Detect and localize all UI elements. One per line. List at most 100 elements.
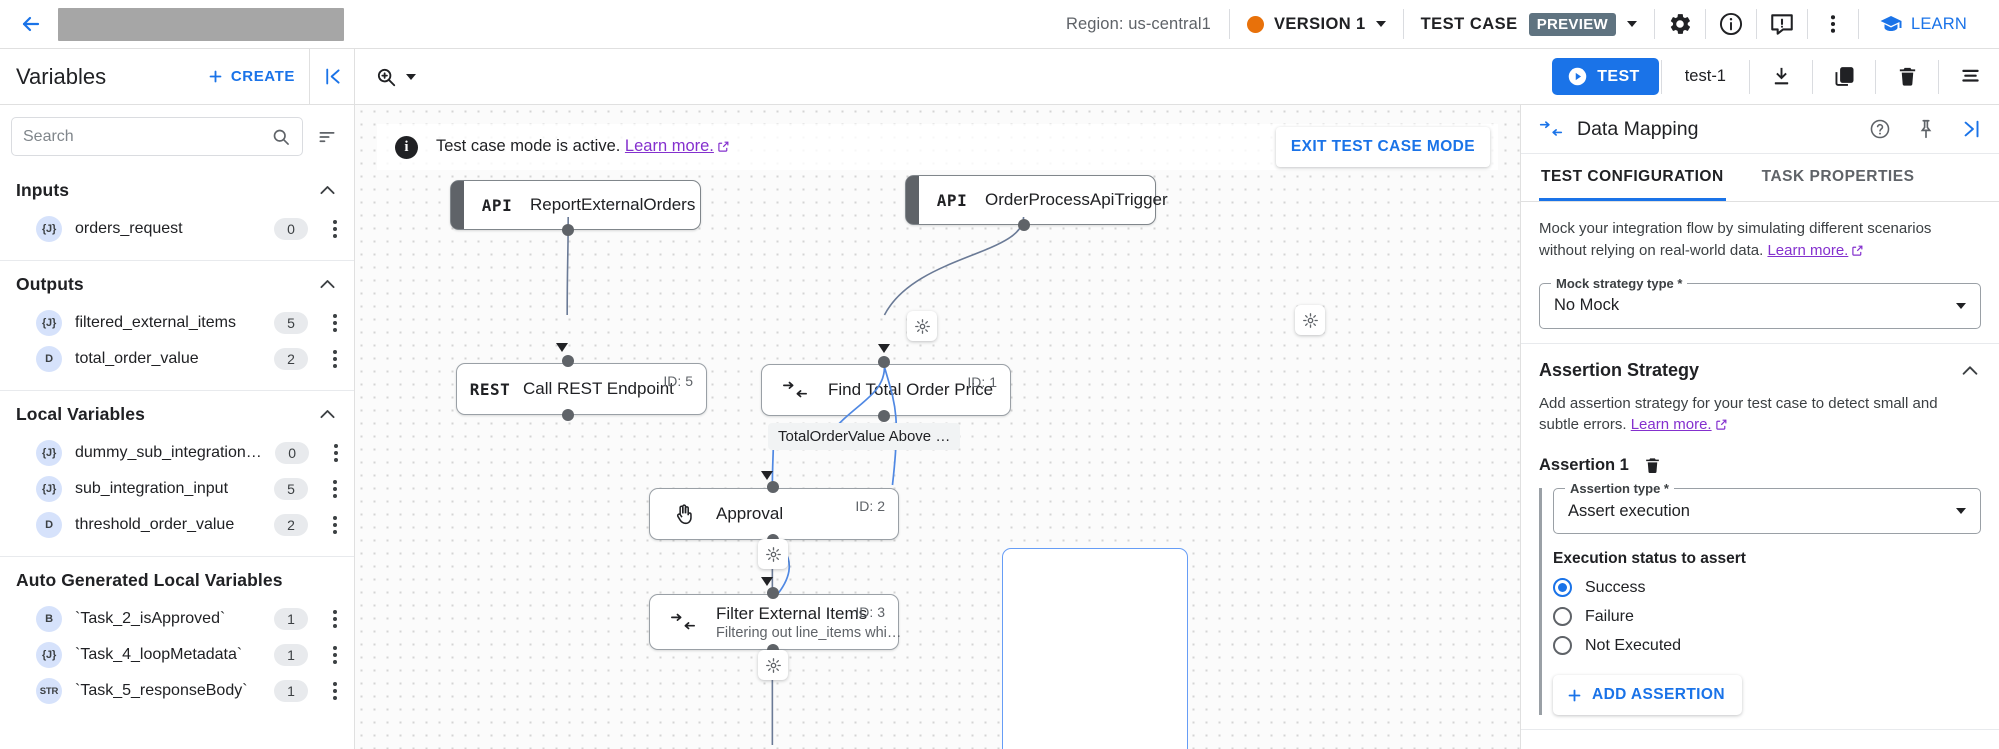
node-input-port[interactable] [562, 355, 574, 367]
variable-more-icon[interactable] [321, 610, 343, 628]
variable-more-icon[interactable] [321, 314, 343, 332]
edge-condition-label[interactable]: TotalOrderValue Above … [768, 423, 961, 450]
variable-more-icon[interactable] [321, 516, 343, 534]
learn-more-link[interactable]: Learn more. [1767, 241, 1849, 259]
edge-settings-icon[interactable] [907, 311, 937, 341]
node-call-rest-endpoint[interactable]: REST Call REST Endpoint ID: 5 [456, 363, 707, 415]
node-report-external-orders[interactable]: API ReportExternalOrders [450, 180, 701, 230]
radio-label: Not Executed [1585, 636, 1682, 654]
node-output-port[interactable] [878, 410, 890, 422]
more-vert-icon[interactable] [1808, 0, 1858, 49]
zoom-control[interactable] [355, 49, 436, 104]
filter-list-icon[interactable] [313, 127, 340, 147]
section-title: Local Variables [16, 404, 145, 424]
info-icon[interactable] [1706, 0, 1756, 49]
rest-icon: REST [469, 379, 511, 399]
open-in-new-icon[interactable] [1851, 242, 1864, 264]
search-input[interactable] [23, 127, 271, 146]
chevron-up-icon [317, 180, 338, 201]
variable-more-icon[interactable] [321, 220, 343, 238]
zoom-icon [377, 68, 396, 86]
delete-icon[interactable] [1643, 456, 1662, 475]
floating-detail-panel[interactable] [1002, 548, 1188, 749]
tab-test-configuration[interactable]: TEST CONFIGURATION [1539, 154, 1726, 201]
help-icon[interactable] [1864, 113, 1896, 145]
search-field[interactable] [11, 117, 303, 156]
feedback-icon[interactable] [1757, 0, 1807, 49]
collapse-left-icon[interactable] [309, 49, 354, 104]
edge-settings-icon[interactable] [758, 539, 788, 569]
gear-icon[interactable] [1655, 0, 1705, 49]
learn-label: LEARN [1910, 14, 1967, 33]
node-subtitle: Filtering out line_items whi… [716, 624, 902, 641]
assertion-section-header[interactable]: Assertion Strategy [1539, 360, 1981, 393]
list-icon[interactable] [1941, 49, 1999, 104]
edge-settings-icon[interactable] [758, 650, 788, 680]
delete-icon[interactable] [1878, 49, 1936, 104]
node-input-port[interactable] [767, 481, 779, 493]
open-in-new-icon[interactable] [717, 139, 730, 158]
add-assertion-button[interactable]: ADD ASSERTION [1553, 675, 1742, 715]
variable-more-icon[interactable] [321, 480, 343, 498]
test-button[interactable]: TEST [1552, 58, 1659, 95]
create-variable-button[interactable]: CREATE [207, 68, 309, 85]
assertion-type-select[interactable]: Assertion type * Assert execution [1553, 481, 1981, 534]
radio-button[interactable] [1553, 607, 1572, 626]
radio-option[interactable]: Failure [1553, 607, 1981, 626]
radio-button[interactable] [1553, 578, 1572, 597]
radio-button[interactable] [1553, 636, 1572, 655]
section-header[interactable]: Auto Generated Local Variables [0, 557, 354, 601]
variable-more-icon[interactable] [321, 646, 343, 664]
node-order-process-api-trigger[interactable]: API OrderProcessApiTrigger [905, 175, 1168, 225]
node-find-total-order-price[interactable]: Find Total Order Price ID: 1 [761, 364, 1011, 416]
radio-option[interactable]: Not Executed [1553, 636, 1981, 655]
radio-option[interactable]: Success [1553, 578, 1981, 597]
version-selector[interactable]: VERSION 1 [1230, 15, 1403, 34]
section-header[interactable]: Inputs [0, 167, 354, 211]
node-title: Approval [716, 504, 784, 523]
node-output-port[interactable] [1018, 219, 1030, 231]
test-case-selector[interactable]: TEST CASE PREVIEW [1404, 12, 1654, 36]
download-icon[interactable] [1752, 49, 1810, 104]
variable-more-icon[interactable] [322, 444, 343, 462]
learn-more-link[interactable]: Learn more. [624, 136, 714, 155]
variable-more-icon[interactable] [321, 682, 343, 700]
variable-row[interactable]: STR`Task_5_responseBody`1 [0, 673, 354, 709]
test-name-label[interactable]: test-1 [1684, 67, 1726, 85]
variable-count-badge: 1 [274, 644, 308, 666]
variable-more-icon[interactable] [321, 350, 343, 368]
chevron-down-icon [406, 73, 416, 80]
node-output-port[interactable] [562, 409, 574, 421]
learn-more-link[interactable]: Learn more. [1630, 416, 1712, 434]
node-filter-external-items[interactable]: Filter External Items Filtering out line… [649, 594, 902, 650]
variable-row[interactable]: B`Task_2_isApproved`1 [0, 601, 354, 637]
section-header[interactable]: Local Variables [0, 391, 354, 435]
tab-task-properties[interactable]: TASK PROPERTIES [1761, 168, 1915, 185]
node-input-port[interactable] [767, 587, 779, 599]
pin-icon[interactable] [1910, 113, 1942, 145]
variable-row[interactable]: {J}`Task_4_loopMetadata`1 [0, 637, 354, 673]
edge-settings-icon[interactable] [1295, 305, 1325, 335]
learn-button[interactable]: LEARN [1859, 12, 1985, 36]
section-header[interactable]: Outputs [0, 261, 354, 305]
exit-test-case-mode-button[interactable]: EXIT TEST CASE MODE [1275, 127, 1490, 167]
radio-label: Success [1585, 578, 1646, 596]
copy-icon[interactable] [1815, 49, 1873, 104]
assertion-strategy-section: Assertion Strategy Add assertion strateg… [1521, 344, 1999, 730]
open-in-new-icon[interactable] [1715, 416, 1728, 438]
expand-right-icon[interactable] [1956, 113, 1988, 145]
back-arrow-icon[interactable] [14, 7, 48, 41]
flow-canvas[interactable]: i Test case mode is active. Learn more. … [355, 105, 1520, 749]
node-output-port[interactable] [562, 224, 574, 236]
node-input-port[interactable] [878, 356, 890, 368]
node-approval[interactable]: Approval ID: 2 [649, 488, 899, 540]
mock-strategy-select[interactable]: Mock strategy type * No Mock [1539, 275, 1981, 329]
